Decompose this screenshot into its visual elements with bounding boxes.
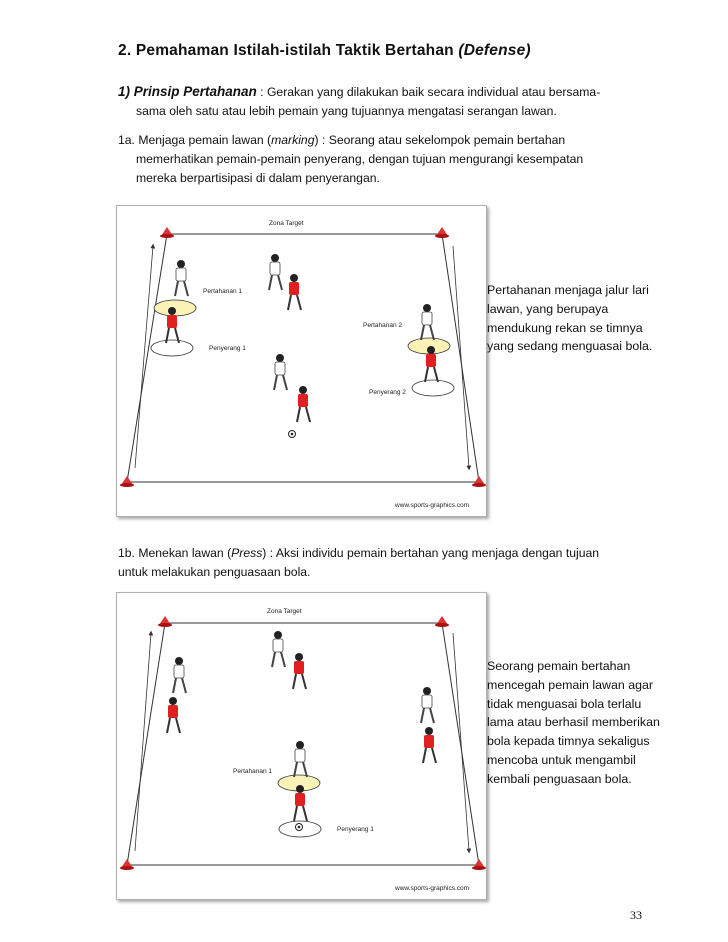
defender-player-icon — [174, 260, 189, 297]
run-arrow-right — [452, 632, 472, 854]
heading-text: 2. Pemahaman Istilah-istilah Taktik Bert… — [118, 42, 459, 59]
attacker-2-label: Penyerang 2 — [369, 389, 406, 396]
section-heading: 2. Pemahaman Istilah-istilah Taktik Bert… — [118, 42, 531, 60]
defender-2-label: Pertahanan 2 — [363, 322, 402, 329]
cone-icon — [160, 227, 174, 238]
zone-target-label: Zona Target — [269, 220, 304, 227]
zone-target-label: Zona Target — [267, 608, 302, 615]
attacker-player-icon — [166, 697, 181, 734]
cone-icon — [435, 616, 449, 627]
pitch-left-line — [126, 233, 168, 483]
defender-player-icon — [293, 741, 308, 778]
pitch-left-line — [126, 622, 166, 866]
defender-player-icon — [268, 254, 283, 291]
cone-icon — [472, 859, 486, 870]
marking-pre: 1a. Menjaga pemain lawan ( — [118, 133, 272, 147]
ball-icon — [288, 430, 296, 438]
source-url: www.sports-graphics.com — [394, 885, 469, 892]
attacker-zone-ellipse — [411, 379, 455, 397]
marking-line-3: mereka berpartisipasi di dalam penyerang… — [136, 171, 380, 185]
definition-line-1: : Gerakan yang dilakukan baik secara ind… — [256, 85, 601, 99]
cone-icon — [120, 476, 134, 487]
paragraph-prinsip-pertahanan: 1) Prinsip Pertahanan : Gerakan yang dil… — [118, 82, 656, 121]
attacker-player-icon — [292, 653, 307, 690]
attacker-1-label: Penyerang 1 — [209, 345, 246, 352]
defender-player-icon — [420, 304, 435, 341]
defender-player-icon — [172, 657, 187, 694]
attacker-1-label: Penyerang 1 — [337, 826, 374, 833]
attacker-player-icon — [287, 274, 302, 311]
defender-player-icon — [420, 687, 435, 724]
attacker-zone-ellipse — [150, 339, 194, 357]
definition-line-2: sama oleh satu atau lebih pemain yang tu… — [136, 104, 557, 118]
term-prinsip-pertahanan: 1) Prinsip Pertahanan — [118, 84, 257, 99]
run-arrow-left — [134, 243, 156, 469]
figure-marking-diagram: Zona Target Pertahanan 1 Penyerang 1 Per… — [116, 205, 487, 517]
press-line-2: untuk melakukan penguasaan bola. — [118, 565, 311, 579]
attacker-player-icon — [422, 727, 437, 764]
paragraph-marking: 1a. Menjaga pemain lawan (marking) : Seo… — [118, 131, 656, 188]
attacker-player-icon — [165, 307, 180, 344]
heading-italic: (Defense) — [458, 42, 531, 59]
defender-player-icon — [271, 631, 286, 668]
paragraph-press: 1b. Menekan lawan (Press) : Aksi individ… — [118, 544, 656, 582]
marking-line-2: memerhatikan pemain-pemain penyerang, de… — [136, 152, 584, 166]
defender-1-label: Pertahanan 1 — [203, 288, 242, 295]
page-number: 33 — [630, 908, 642, 922]
ball-icon — [295, 823, 303, 831]
cone-icon — [120, 859, 134, 870]
pitch-right-line — [441, 233, 480, 483]
cone-icon — [435, 227, 449, 238]
figure-1-note: Pertahanan menjaga jalur lari lawan, yan… — [487, 283, 653, 354]
cone-icon — [472, 476, 486, 487]
press-term: Press — [231, 546, 263, 560]
run-arrow-right — [452, 245, 472, 471]
source-url: www.sports-graphics.com — [394, 502, 469, 509]
pitch-diagram-1: Zona Target Pertahanan 1 Penyerang 1 Per… — [120, 220, 486, 509]
attacker-player-icon — [296, 386, 311, 423]
defender-1-label: Pertahanan 1 — [233, 768, 272, 775]
figure-2-note: Seorang pemain bertahan mencegah pemain … — [487, 659, 660, 786]
attacker-player-icon — [424, 346, 439, 383]
press-post: ) : Aksi individu pemain bertahan yang m… — [262, 546, 600, 560]
press-pre: 1b. Menekan lawan ( — [118, 546, 232, 560]
attacker-player-icon — [293, 785, 308, 822]
figure-press-diagram: Zona Target Pertahanan 1 Penyerang 1 www… — [116, 592, 487, 900]
defender-player-icon — [273, 354, 288, 391]
run-arrow-left — [134, 630, 154, 852]
marking-term: marking — [271, 133, 315, 147]
cone-icon — [158, 616, 172, 627]
pitch-diagram-2: Zona Target Pertahanan 1 Penyerang 1 www… — [120, 608, 486, 892]
pitch-right-line — [441, 622, 480, 866]
marking-post: ) : Seorang atau sekelompok pemain berta… — [314, 133, 566, 147]
